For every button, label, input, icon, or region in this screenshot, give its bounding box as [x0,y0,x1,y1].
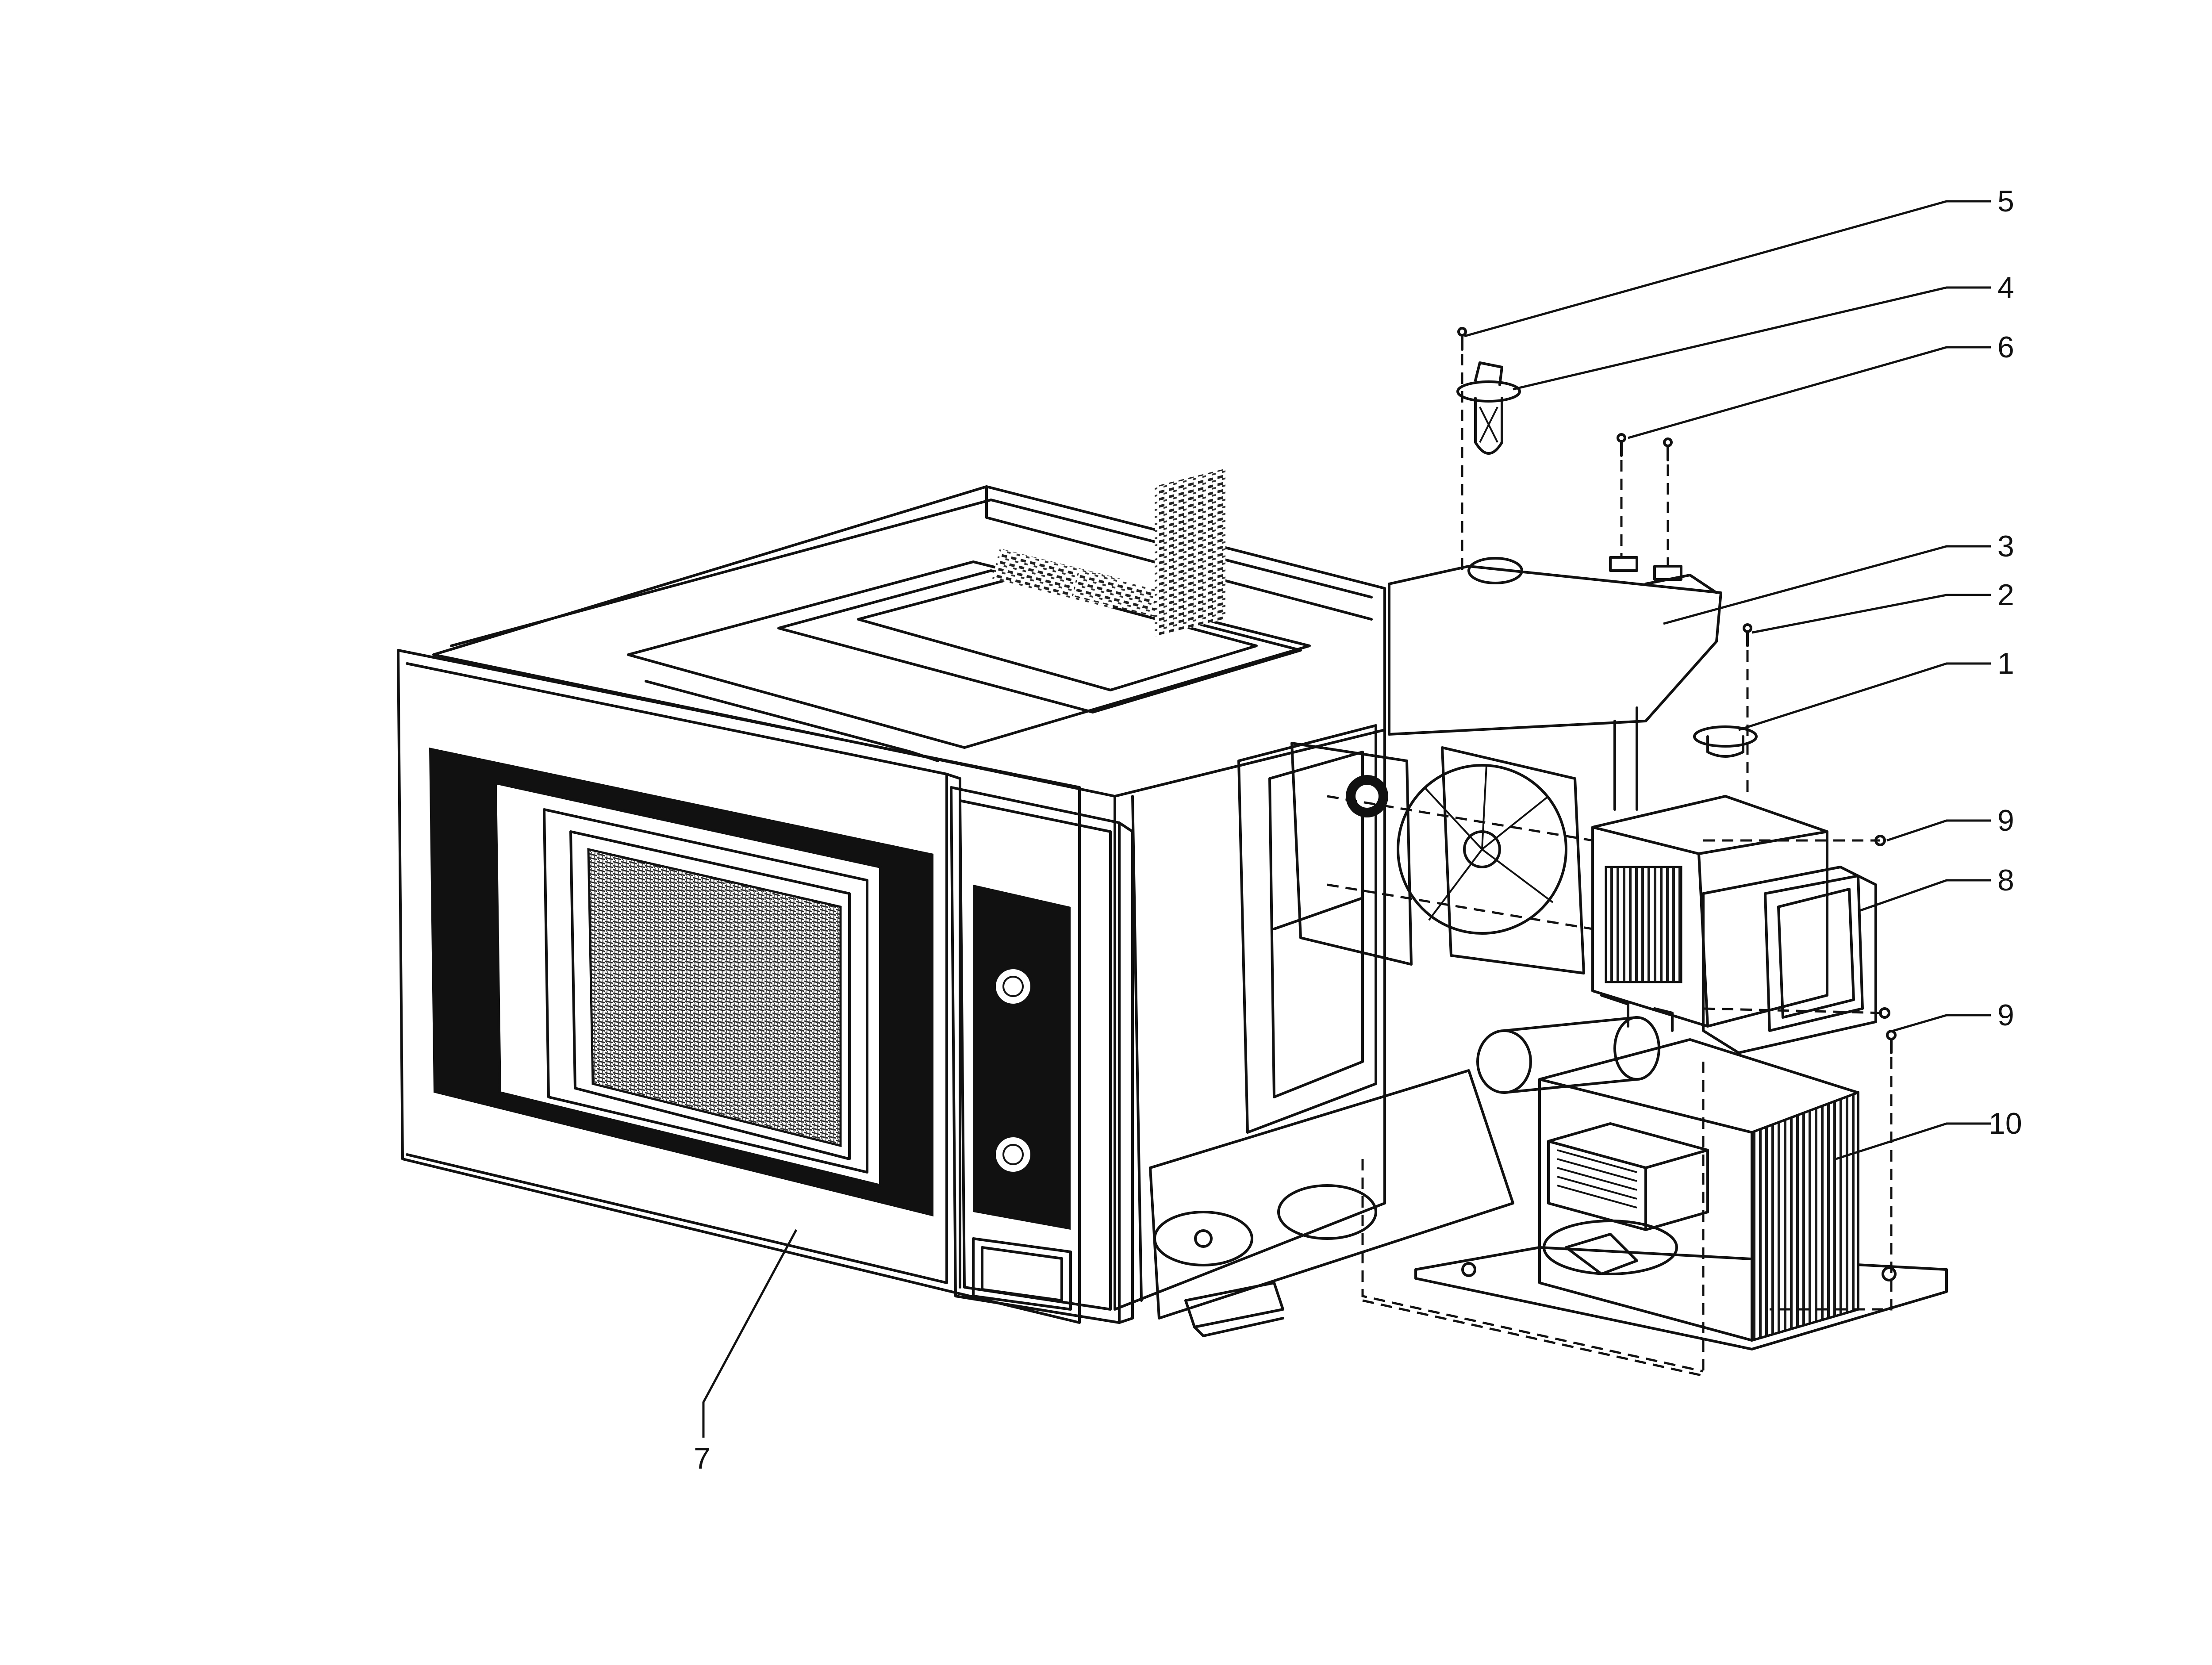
lamp-assembly [1456,327,1521,455]
waveguide-bracket [1388,556,1722,811]
screws-6 [1617,433,1673,461]
callout-10: 10 [1989,1107,2022,1140]
timer-knob-icon[interactable] [993,967,1033,1006]
callout-3: 3 [1997,529,2014,563]
assembly-lines [1327,354,1893,1377]
callout-labels: 5 4 6 3 2 1 9 8 9 10 7 [694,184,2022,1475]
callout-9-upper: 9 [1997,804,2014,837]
callout-7: 7 [694,1442,710,1475]
control-panel [950,786,1134,1324]
callout-5: 5 [1997,184,2014,218]
magnetron [1591,795,1877,1054]
transformer [1414,1038,1948,1350]
callout-9-lower: 9 [1997,998,2014,1032]
microwave-body [432,468,1514,1337]
callout-4: 4 [1997,271,2014,304]
callout-2: 2 [1997,578,2014,612]
fan-assembly [1290,742,1660,1094]
front-door [397,649,1081,1324]
power-knob-icon[interactable] [993,1135,1033,1174]
screw-2 [1743,623,1752,647]
callout-1: 1 [1997,647,2014,680]
thermostat-1 [1693,725,1758,758]
callout-8: 8 [1997,863,2014,897]
callout-6: 6 [1997,330,2014,364]
leader-lines [702,200,1991,1438]
screws-9 [1874,835,1897,1054]
